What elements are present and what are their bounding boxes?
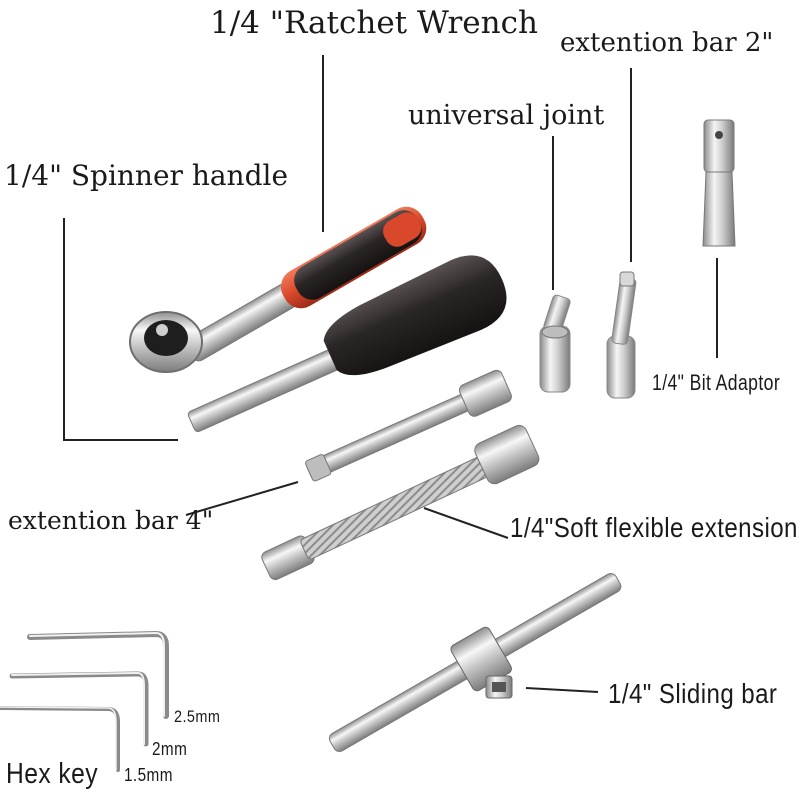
hex-keys	[0, 630, 169, 772]
label-extension-bar-2: extention bar 2"	[560, 28, 774, 58]
sliding-bar	[328, 573, 622, 752]
leader-extension-4	[185, 481, 299, 516]
ratchet-wrench	[129, 206, 427, 373]
hex-key-2-5mm	[27, 630, 169, 719]
label-hex-key: Hex key	[6, 758, 99, 790]
spinner-handle	[187, 255, 507, 433]
label-spinner-handle: 1/4" Spinner handle	[4, 159, 289, 192]
label-ratchet-wrench: 1/4 "Ratchet Wrench	[210, 5, 538, 41]
label-extension-bar-4: extention bar 4"	[8, 506, 214, 535]
label-bit-adaptor: 1/4" Bit Adaptor	[652, 370, 781, 395]
universal-joint	[539, 294, 571, 393]
leader-flex-extension	[423, 507, 509, 539]
label-universal-joint: universal joint	[408, 100, 605, 131]
leader-spinner	[63, 218, 178, 441]
leader-sliding-bar	[525, 687, 599, 693]
label-hex-2mm: 2mm	[152, 739, 188, 759]
label-hex-1-5mm: 1.5mm	[124, 765, 173, 785]
leader-lines	[63, 55, 718, 693]
extension-bar-4	[305, 369, 512, 482]
label-hex-2-5mm: 2.5mm	[174, 707, 221, 726]
extension-bar-2	[606, 271, 637, 399]
hex-key-2mm	[9, 671, 149, 747]
label-soft-flexible-extension: 1/4"Soft flexible extension	[510, 512, 798, 543]
bit-adaptor	[702, 119, 736, 247]
label-sliding-bar: 1/4" Sliding bar	[608, 678, 778, 709]
soft-flexible-extension	[261, 424, 540, 581]
hex-key-1-5mm	[0, 706, 120, 772]
